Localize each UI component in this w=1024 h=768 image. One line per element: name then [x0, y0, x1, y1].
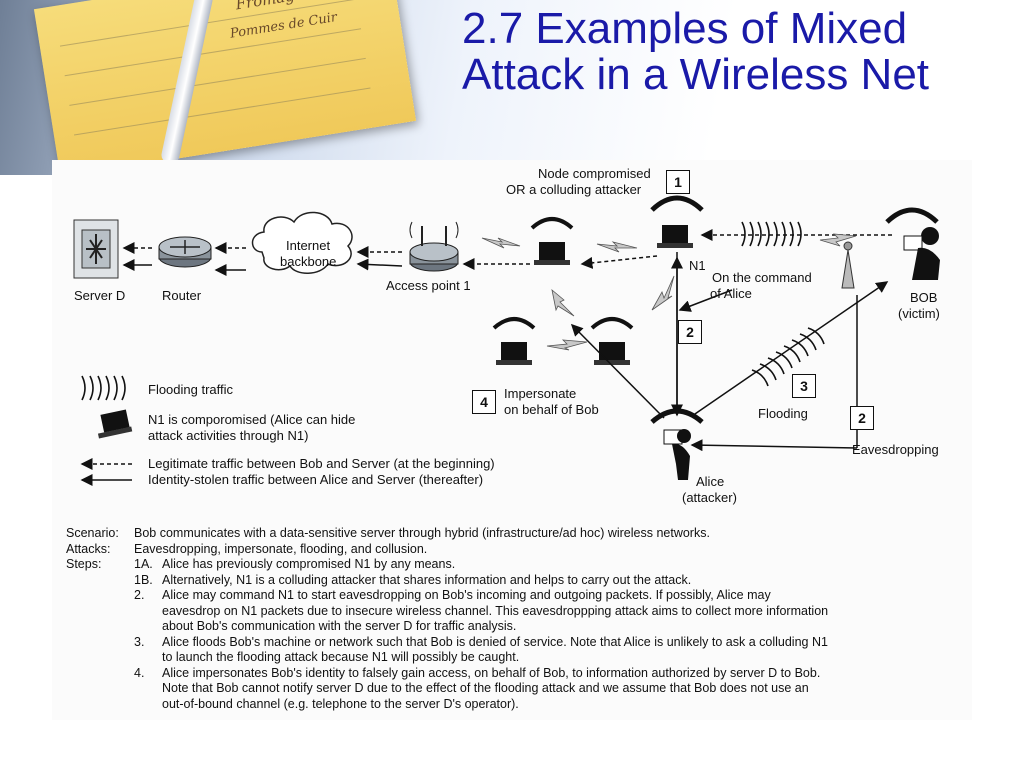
identity-stolen-links [122, 258, 403, 276]
scenario-text: Bob communicates with a data-sensitive s… [134, 526, 710, 540]
legend-line-icons [80, 458, 132, 486]
step-row: about Bob's communication with the serve… [66, 619, 966, 635]
step-number [134, 697, 162, 713]
network-drawing [73, 195, 940, 486]
steps-row: Steps: 1A. Alice has previously compromi… [66, 557, 966, 573]
attack-diagram: Server D Router Internet backbone Access… [52, 160, 972, 720]
alice-label-2: (attacker) [682, 490, 737, 505]
step-text: about Bob's communication with the serve… [162, 619, 517, 633]
legitimate-traffic-links [122, 229, 892, 270]
step-row: eavesdrop on N1 packets due to insecure … [66, 604, 966, 620]
alice-label-1: Alice [696, 474, 725, 489]
on-command-label-2: of Alice [710, 286, 752, 301]
step-text: Alice impersonates Bob's identity to fal… [162, 665, 821, 680]
laptop-node-icons [492, 195, 704, 365]
router-icon [158, 236, 212, 268]
legend-flooding-icon [81, 375, 126, 401]
flooding-label: Flooding [758, 406, 808, 421]
internet-label-2: backbone [280, 254, 337, 269]
step-number [134, 681, 162, 697]
attacks-key: Attacks: [66, 541, 111, 556]
router-label: Router [162, 288, 202, 303]
step-text: out-of-bound channel (e.g. telephone to … [162, 696, 519, 711]
slide-title-line-1: 2.7 Examples of Mixed [462, 4, 908, 53]
legend-identity-stolen-label: Identity-stolen traffic between Alice an… [148, 472, 484, 487]
step-text: eavesdrop on N1 packets due to insecure … [162, 603, 829, 618]
legend-compromised-label-2: attack activities through N1) [148, 428, 309, 443]
steps-key: Steps: [66, 557, 102, 571]
step-text: to launch the flooding attack because N1… [162, 650, 520, 664]
eavesdropping-label: Eavesdropping [852, 442, 939, 457]
internet-label-1: Internet [286, 238, 331, 253]
alice-icon [650, 408, 704, 480]
step-text: Alice may command N1 to start eavesdropp… [162, 588, 771, 602]
step-row: 1B. Alternatively, N1 is a colluding atta… [66, 573, 966, 589]
step-number [134, 604, 162, 620]
step-box-4: 4 [472, 390, 496, 414]
step-box-2-eavesdrop: 2 [850, 406, 874, 430]
step-number: 4. [134, 665, 145, 680]
step-text: Note that Bob cannot notify server D due… [162, 681, 809, 695]
impersonate-label-2: on behalf of Bob [504, 402, 599, 417]
legend-legitimate-label: Legitimate traffic between Bob and Serve… [148, 456, 495, 471]
scenario-text-block: Scenario: Bob communicates with a data-s… [66, 526, 966, 712]
server-d-icon [73, 219, 119, 279]
step-text: Alternatively, N1 is a colluding attacke… [162, 572, 692, 587]
step-row: 3. Alice floods Bob's machine or network … [66, 635, 966, 651]
step-number: 1B. [134, 572, 153, 587]
scenario-key: Scenario: [66, 526, 119, 540]
on-command-label-1: On the command [712, 270, 812, 285]
bob-icon [885, 207, 940, 280]
internet-cloud-icon [251, 211, 353, 274]
step-box-2-command: 2 [678, 320, 702, 344]
step-number [134, 619, 162, 635]
node-compromised-label-1: Node compromised [538, 166, 651, 181]
step-number [134, 650, 162, 666]
access-point-icon [409, 221, 459, 272]
flooding-waves-top [741, 221, 802, 247]
step-number: 1A. [134, 557, 153, 571]
step-row: 4. Alice impersonates Bob's identity to f… [66, 666, 966, 682]
slide-title: 2.7 Examples of Mixed Attack in a Wirele… [462, 6, 1022, 98]
step-row: 2. Alice may command N1 to start eavesdro… [66, 588, 966, 604]
step-box-1: 1 [666, 170, 690, 194]
legend-compromised-label-1: N1 is comporomised (Alice can hide [148, 412, 356, 427]
slide-title-line-2: Attack in a Wireless Net [462, 50, 930, 99]
notebook-image: Fromages Pommes de Cuir [33, 0, 417, 178]
step-text: Alice floods Bob's machine or network su… [162, 634, 828, 649]
impersonate-label-1: Impersonate [504, 386, 577, 401]
title-banner: Fromages Pommes de Cuir [0, 0, 1024, 178]
scenario-row: Scenario: Bob communicates with a data-s… [66, 526, 966, 542]
attacks-text: Eavesdropping, impersonate, flooding, an… [134, 541, 428, 556]
n1-label: N1 [689, 258, 706, 273]
bob-label-2: (victim) [898, 306, 940, 321]
legend-laptop-icon [97, 409, 133, 439]
notebook-scribble-2: Pommes de Cuir [229, 9, 339, 42]
wireless-link-icons [481, 233, 857, 351]
step-row: Note that Bob cannot notify server D due… [66, 681, 966, 697]
flooding-waves-diagonal [751, 327, 825, 387]
step-number: 2. [134, 588, 145, 602]
server-d-label: Server D [74, 288, 126, 303]
node-compromised-label-2: OR a colluding attacker [506, 182, 642, 197]
step-number: 3. [134, 634, 145, 649]
step-row: to launch the flooding attack because N1… [66, 650, 966, 666]
step-box-3: 3 [792, 374, 816, 398]
bob-label-1: BOB [910, 290, 938, 305]
attacks-row: Attacks: Eavesdropping, impersonate, flo… [66, 542, 966, 558]
step-row: out-of-bound channel (e.g. telephone to … [66, 697, 966, 713]
bob-antenna-icon [841, 241, 855, 289]
access-point-label: Access point 1 [386, 278, 471, 293]
step-text: Alice has previously compromised N1 by a… [162, 557, 456, 571]
legend-flooding-label: Flooding traffic [148, 382, 234, 397]
